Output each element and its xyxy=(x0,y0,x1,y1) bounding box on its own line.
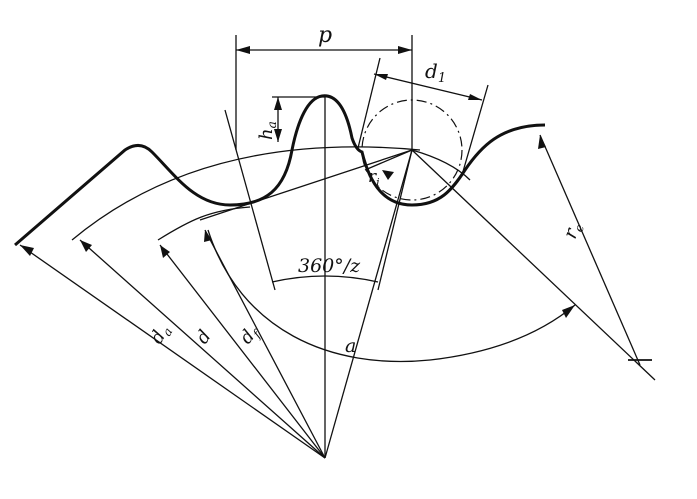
label-angle: 360°/z xyxy=(298,255,361,277)
root-circle-arc xyxy=(157,206,251,241)
label-arc: a xyxy=(345,335,356,357)
arc-a-arrow xyxy=(562,305,575,318)
label-tip-diameter: da xyxy=(146,321,175,349)
ri-arrow xyxy=(382,170,394,180)
sprocket-tooth-profile xyxy=(14,94,546,247)
label-roller-radius: ri xyxy=(368,167,380,189)
roller-dim-ext-right xyxy=(461,84,489,176)
radius-line-da xyxy=(19,244,326,459)
measurement-arc-a xyxy=(207,229,576,363)
re-arrow xyxy=(538,135,546,149)
da-arrow xyxy=(20,245,34,256)
pitch-arrow-left xyxy=(236,46,250,54)
fillet-center-line xyxy=(411,149,656,381)
angle-line-left xyxy=(224,109,276,291)
root-arrow xyxy=(204,230,212,242)
label-roller-diameter: d1 xyxy=(425,59,446,86)
label-fillet-radius: re xyxy=(559,219,587,242)
root-line xyxy=(199,149,413,221)
fillet-radius-line xyxy=(539,134,641,366)
roller-dim-line xyxy=(373,73,483,101)
d-arrow xyxy=(80,240,92,252)
radius-line-roller xyxy=(324,149,413,459)
ha-arrow-top xyxy=(274,97,282,110)
df-arrow xyxy=(160,245,170,258)
label-pitch: p xyxy=(318,23,332,48)
label-root-diameter: df xyxy=(236,321,266,350)
pitch-arrow-right xyxy=(398,46,412,54)
pitch-circle-arc xyxy=(411,149,471,181)
roller-dim-ext-left xyxy=(357,57,381,149)
radius-line-root xyxy=(204,229,326,459)
roller-arrow-left xyxy=(374,74,388,80)
radius-line-df xyxy=(159,244,326,459)
radius-line-d xyxy=(79,239,326,459)
label-pitch-diameter: d xyxy=(192,326,216,347)
tip-circle-arc xyxy=(71,146,421,241)
label-tooth-height: ha xyxy=(256,121,279,140)
ha-arrow-bottom xyxy=(274,129,282,142)
angle-arc xyxy=(271,275,379,283)
roller-inner-line xyxy=(364,149,413,171)
roller-arrow-right xyxy=(468,94,482,100)
angle-line-right xyxy=(377,149,413,291)
